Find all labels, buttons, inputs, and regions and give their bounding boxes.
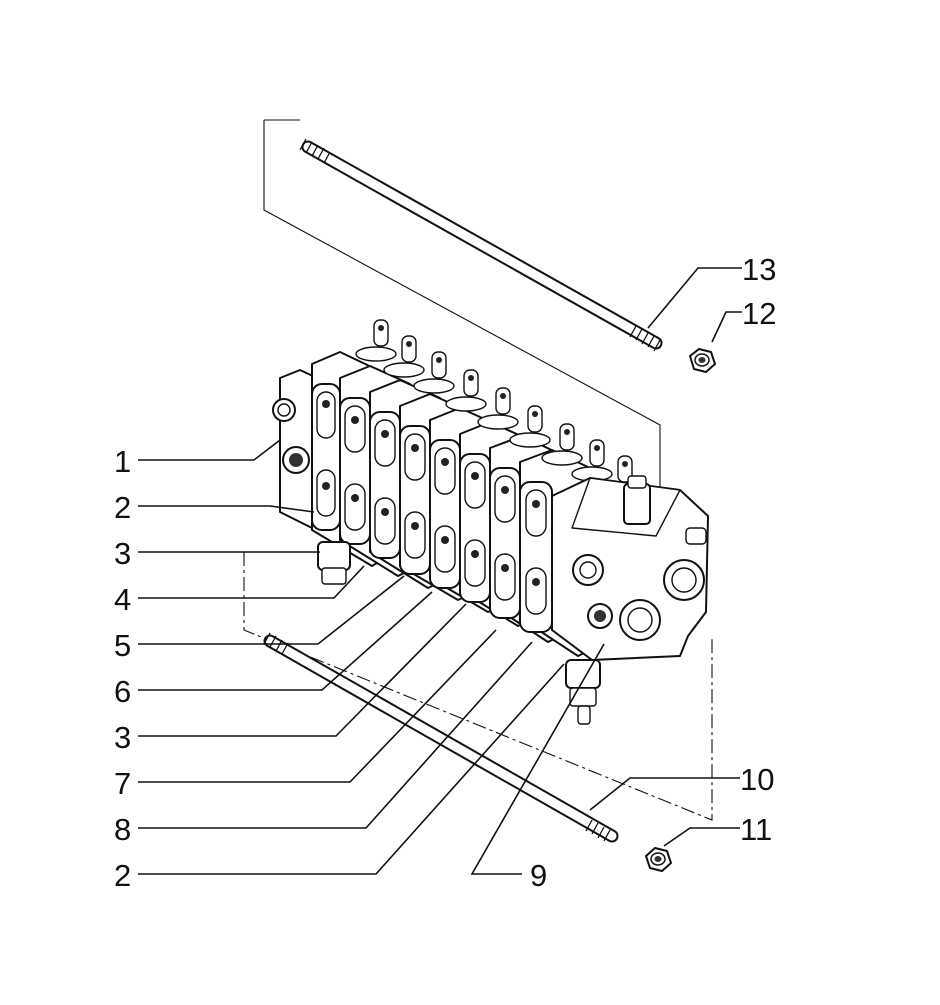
spool-clevises [355,319,641,498]
callout-3: 3 [114,720,132,755]
callout-13: 13 [742,252,777,287]
outlet-end-cover [551,475,709,661]
callout-12: 12 [742,296,777,331]
leader-lines [138,267,742,875]
callout-1: 1 [114,444,132,479]
hex-nut-upper [689,348,716,373]
callout-11: 11 [740,812,773,847]
valve-sections [311,319,641,657]
callout-8: 8 [114,812,132,847]
upper-tie-rod-bracket [263,119,661,520]
callout-2: 2 [114,490,132,525]
callout-2: 2 [114,858,132,893]
callout-5: 5 [114,628,132,663]
lower-tie-rod [263,632,619,843]
callout-6: 6 [114,674,132,709]
hex-nut-lower [645,847,672,872]
valve-bank [272,319,709,725]
callout-4: 4 [114,582,132,617]
callout-7: 7 [114,766,132,801]
callout-3: 3 [114,536,132,571]
upper-tie-rod [299,138,663,352]
callout-9: 9 [530,858,548,893]
callout-10: 10 [740,762,775,797]
